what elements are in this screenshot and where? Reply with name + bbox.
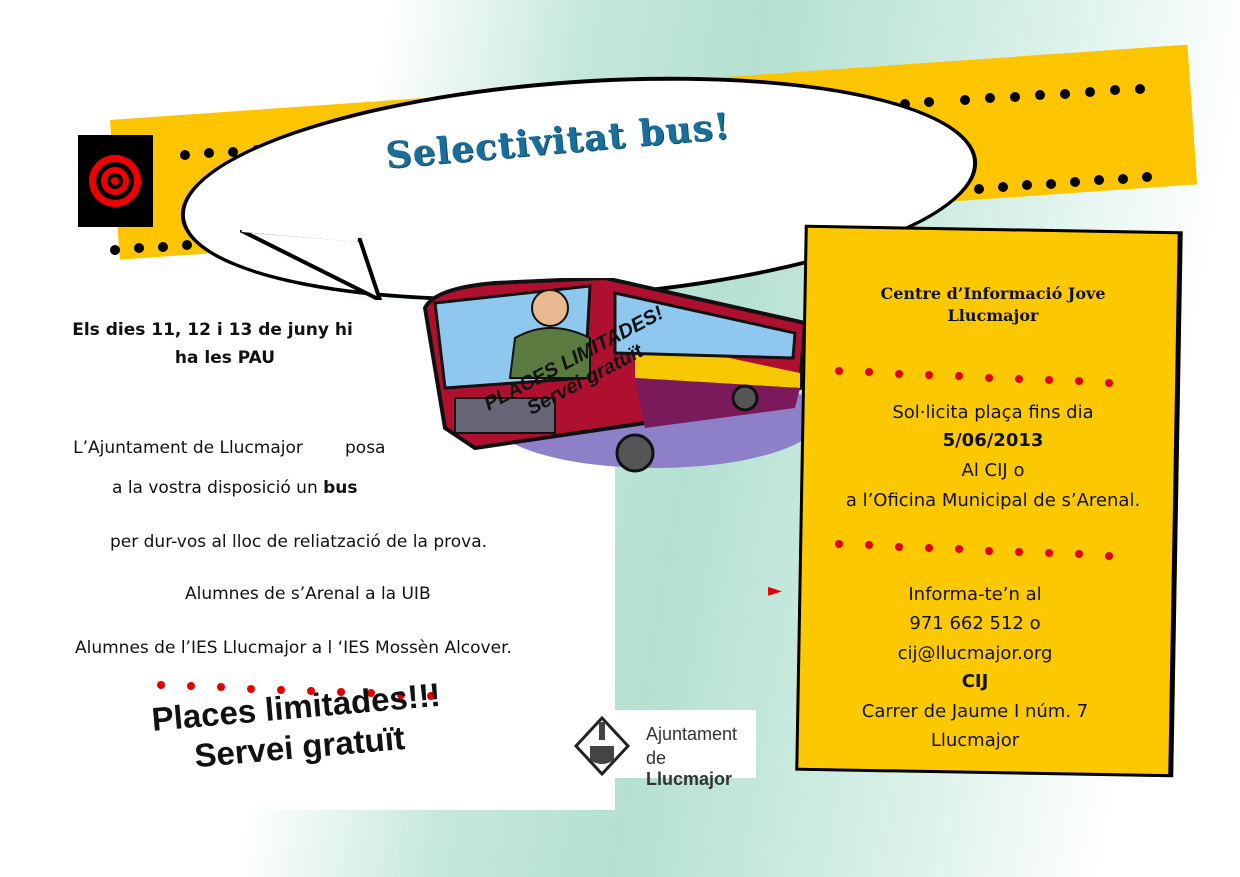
dot <box>1085 87 1095 97</box>
dot <box>1060 88 1070 99</box>
contact-text: Informa-te’n al <box>908 584 1042 605</box>
ajuntament-logo: Ajuntament de Llucmajor <box>568 710 756 789</box>
email-link[interactable]: cij@llucmajor.org <box>897 643 1053 664</box>
dot <box>217 683 225 692</box>
dot <box>895 542 903 551</box>
dot <box>307 687 315 695</box>
dot <box>187 682 195 691</box>
dot <box>427 691 435 700</box>
dot <box>158 241 168 252</box>
info-heading: Centre d’Informació Jove <box>880 284 1106 303</box>
dot <box>180 150 190 160</box>
dot <box>367 689 375 698</box>
route-arenal: Alumnes de s’Arenal a la UIB <box>185 584 431 604</box>
purpose-text: per dur-vos al lloc de reliatzació de la… <box>110 532 488 552</box>
dot <box>182 239 192 250</box>
dot <box>1105 551 1113 560</box>
dot <box>1118 173 1128 184</box>
dot <box>895 369 903 378</box>
dot <box>1105 378 1113 387</box>
route-llucmajor: Alumnes de l’IES Llucmajor a l ‘IES Moss… <box>75 638 512 658</box>
coat-of-arms-icon <box>573 715 631 776</box>
dot <box>1094 175 1104 186</box>
dot <box>985 93 995 104</box>
dot <box>1015 547 1023 556</box>
dot <box>900 99 910 109</box>
logo-town: Llucmajor <box>646 769 733 789</box>
dot <box>985 546 993 555</box>
dot <box>865 368 873 377</box>
intro-text: L’Ajuntament de Llucmajor <box>73 438 303 458</box>
dot <box>1022 180 1032 191</box>
dot <box>955 372 963 381</box>
dot <box>1045 549 1053 558</box>
dot <box>998 182 1008 193</box>
location-1: Al CIJ o <box>961 460 1025 481</box>
bus-illustration <box>422 278 820 473</box>
deadline-date: 5/06/2013 <box>942 430 1044 451</box>
dot <box>835 540 843 548</box>
dot <box>1045 376 1053 385</box>
dot <box>110 245 120 255</box>
dot <box>835 367 843 375</box>
dot <box>247 684 255 693</box>
dot <box>1015 374 1023 383</box>
bus-word: bus <box>323 478 358 498</box>
dot <box>1035 90 1045 101</box>
dot <box>1046 178 1056 189</box>
dot <box>960 95 970 105</box>
target-icon <box>78 135 153 227</box>
dot <box>228 146 238 157</box>
dot <box>1110 85 1120 96</box>
dot <box>134 243 144 254</box>
dot <box>337 688 345 697</box>
arrow-icon: ► <box>768 580 782 601</box>
bus-text: a la vostra disposició un <box>112 478 324 498</box>
dot <box>925 543 933 552</box>
dot <box>924 97 934 108</box>
dot <box>157 681 165 689</box>
intro-text-2: posa <box>345 438 386 458</box>
cij-label: CIJ <box>961 671 989 692</box>
dot <box>277 685 285 694</box>
phone-number: 971 662 512 o <box>909 613 1041 634</box>
bubble-tail <box>240 230 384 304</box>
town: Llucmajor <box>930 730 1020 751</box>
exam-dates: Els dies 11, 12 i 13 de juny hi <box>72 320 353 340</box>
dot <box>955 545 963 554</box>
dot <box>865 541 873 550</box>
dot <box>985 373 993 382</box>
dot <box>204 148 214 159</box>
exam-name: ha les PAU <box>174 348 276 368</box>
dot <box>1070 177 1080 187</box>
dot <box>1142 171 1152 182</box>
dot <box>925 370 933 379</box>
logo-de: de <box>646 748 667 768</box>
dot <box>1075 550 1083 559</box>
address: Carrer de Jaume I núm. 7 <box>861 701 1089 722</box>
dot <box>1135 83 1145 94</box>
dot <box>1010 91 1020 102</box>
dot <box>974 183 984 194</box>
logo-line1: Ajuntament <box>646 724 738 744</box>
info-heading-2: Llucmajor <box>947 306 1039 325</box>
request-text: Sol·licita plaça fins dia <box>892 402 1094 423</box>
dot <box>1075 377 1083 386</box>
dot <box>397 690 405 699</box>
location-2: a l’Oficina Municipal de s’Arenal. <box>845 490 1141 511</box>
